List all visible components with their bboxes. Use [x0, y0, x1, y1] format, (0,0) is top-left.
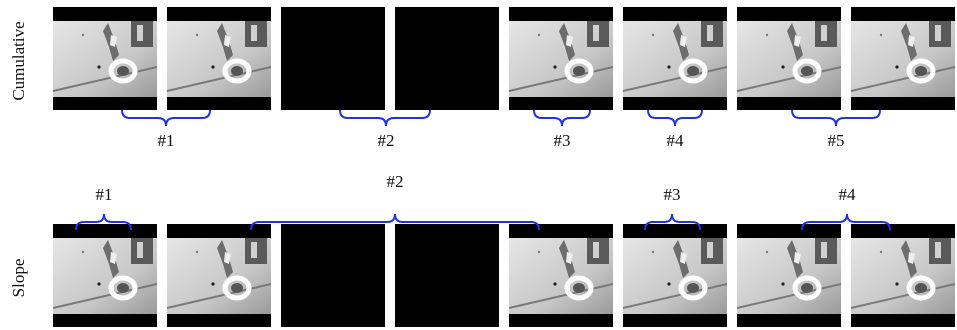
slope-frame-8: [851, 224, 955, 327]
slope-group-brace-2: [250, 213, 540, 231]
cumulative-frame-7: [737, 7, 841, 110]
slope-frame-4: [395, 224, 499, 327]
cumulative-frame-1: [53, 7, 157, 110]
frames-layer: [53, 7, 955, 327]
cumulative-group-brace-3: [533, 109, 591, 127]
slope-frame-2: [167, 224, 271, 327]
cumulative-frame-2: [167, 7, 271, 110]
slope-group-label-1: #1: [96, 185, 113, 204]
cumulative-frame-5: [509, 7, 613, 110]
cumulative-frame-6: [623, 7, 727, 110]
cumulative-group-brace-4: [647, 109, 703, 127]
cumulative-frame-8: [851, 7, 955, 110]
slope-frame-7: [737, 224, 841, 327]
row-label-slope: Slope: [9, 259, 28, 298]
slope-group-brace-1: [75, 213, 132, 231]
slope-frame-5: [509, 224, 613, 327]
cumulative-group-label-2: #2: [378, 131, 395, 150]
cumulative-group-brace-2: [339, 109, 431, 127]
cumulative-group-label-5: #5: [828, 131, 845, 150]
row-labels: Cumulative Slope: [9, 21, 28, 297]
cumulative-group-brace-5: [791, 109, 881, 127]
cumulative-group-label-4: #4: [667, 131, 685, 150]
row-label-cumulative: Cumulative: [9, 21, 28, 100]
cumulative-group-label-3: #3: [554, 131, 571, 150]
slope-frame-6: [623, 224, 727, 327]
slope-group-label-2: #2: [387, 172, 404, 191]
slope-group-brace-3: [644, 213, 701, 231]
slope-group-brace-4: [801, 213, 891, 231]
slope-frame-1: [53, 224, 157, 327]
braces-layer: #1 #2 #3 #4 #5 #1 #2 #3 #4: [75, 109, 891, 231]
cumulative-group-brace-1: [121, 109, 211, 127]
slope-group-label-4: #4: [839, 185, 857, 204]
cumulative-group-label-1: #1: [158, 131, 175, 150]
cumulative-frame-4: [395, 7, 499, 110]
cumulative-frame-3: [281, 7, 385, 110]
slope-frame-3: [281, 224, 385, 327]
slope-group-label-3: #3: [664, 185, 681, 204]
